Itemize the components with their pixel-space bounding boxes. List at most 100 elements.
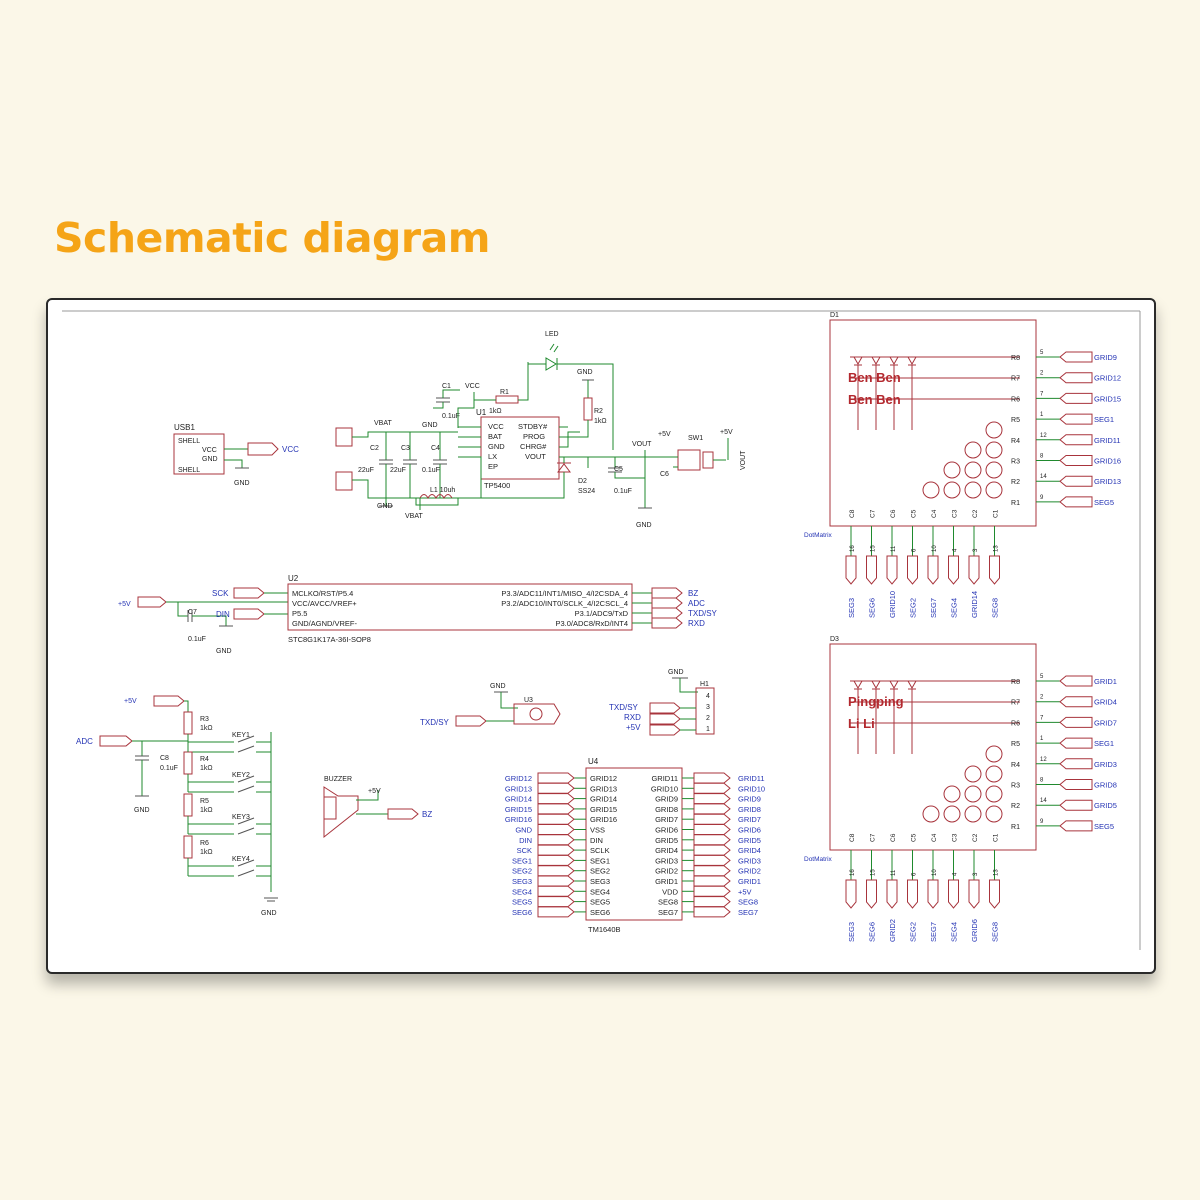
svg-text:1: 1 bbox=[706, 726, 710, 733]
key-switch-label: KEY4 bbox=[232, 856, 250, 863]
c8-val: 0.1uF bbox=[160, 765, 178, 772]
net-flag bbox=[537, 854, 575, 866]
u4-left-pin: SEG2 bbox=[590, 867, 610, 876]
sw-plus5: +5V bbox=[720, 429, 733, 436]
resistor-ref: R4 bbox=[200, 756, 209, 763]
u4-left-net: GRID15 bbox=[505, 805, 532, 814]
net-flag bbox=[537, 793, 575, 805]
matrix-row: R8 bbox=[1011, 355, 1020, 362]
matrix-col: C6 bbox=[890, 833, 897, 842]
matrix-ref: D1 bbox=[830, 312, 839, 319]
svg-text:GND: GND bbox=[488, 442, 505, 451]
battery-minus-terminal bbox=[335, 471, 353, 491]
net-flag bbox=[1059, 779, 1093, 790]
keys-gnd-2: GND bbox=[261, 910, 277, 917]
matrix-row: R2 bbox=[1011, 803, 1020, 810]
svg-text:MCLKO/RST/P5.4: MCLKO/RST/P5.4 bbox=[292, 589, 353, 598]
u4-right-net: +5V bbox=[738, 887, 752, 896]
ic-u2-mcu: U2 MCLKO/RST/P5.4 VCC/AVCC/VREF+ P5.5 GN… bbox=[287, 574, 633, 644]
svg-text:STC8G1K17A-36I-SOP8: STC8G1K17A-36I-SOP8 bbox=[288, 635, 371, 644]
matrix-dot bbox=[943, 461, 961, 479]
matrix-row: R1 bbox=[1011, 824, 1020, 831]
vbat-bottom: VBAT bbox=[405, 513, 423, 520]
r2-ref: R2 bbox=[594, 408, 603, 415]
net-flag bbox=[693, 854, 731, 866]
key-switch-1 bbox=[237, 735, 255, 743]
svg-text:U1: U1 bbox=[476, 408, 487, 417]
matrix-col-pin: 15 bbox=[871, 545, 877, 552]
u4-right-net: GRID7 bbox=[738, 815, 761, 824]
svg-text:VCC: VCC bbox=[488, 422, 504, 431]
svg-text:SS24: SS24 bbox=[578, 488, 595, 495]
svg-text:H1: H1 bbox=[700, 681, 709, 688]
gnd-power-1: GND bbox=[377, 503, 393, 510]
svg-text:LX: LX bbox=[488, 452, 497, 461]
svg-text:TP5400: TP5400 bbox=[484, 481, 510, 490]
matrix-row-net: GRID8 bbox=[1094, 781, 1117, 790]
matrix-led bbox=[871, 356, 881, 366]
matrix-row-pin: 1 bbox=[1040, 736, 1044, 742]
matrix-led bbox=[871, 680, 881, 690]
net-flag bbox=[693, 824, 731, 835]
matrix-row-net: GRID12 bbox=[1094, 374, 1121, 383]
svg-text:C4: C4 bbox=[431, 445, 440, 452]
matrix-col: C5 bbox=[911, 509, 918, 518]
matrix-dot bbox=[922, 805, 940, 823]
matrix-led bbox=[889, 680, 899, 690]
u4-right-net: GRID11 bbox=[738, 774, 765, 783]
key-switch-label: KEY3 bbox=[232, 814, 250, 821]
u4-right-net: GRID9 bbox=[738, 795, 761, 804]
net-flag bbox=[1059, 496, 1093, 508]
buzzer: BUZZER +5V BZ bbox=[323, 776, 432, 839]
u4-right-net: GRID6 bbox=[738, 826, 761, 835]
c7-ref: C7 bbox=[188, 609, 197, 616]
matrix-row-pin: 9 bbox=[1040, 819, 1044, 825]
c6-plus5: +5V bbox=[658, 431, 671, 438]
svg-text:BZ: BZ bbox=[688, 589, 698, 598]
svg-text:0.1uF: 0.1uF bbox=[422, 467, 440, 474]
u4-left-net: SEG3 bbox=[512, 877, 532, 886]
matrix-col-pin: 13 bbox=[994, 869, 1000, 876]
matrix-row: R6 bbox=[1011, 396, 1020, 403]
net-flag bbox=[693, 896, 731, 908]
u4-right-net: SEG7 bbox=[738, 908, 758, 917]
u4-right-net: GRID4 bbox=[738, 846, 761, 855]
u4-left-pin: VSS bbox=[590, 826, 605, 835]
u4-left-net: SEG5 bbox=[512, 898, 532, 907]
matrix-row-pin: 5 bbox=[1040, 350, 1044, 356]
net-flag bbox=[537, 885, 575, 897]
net-flag bbox=[693, 803, 731, 815]
matrix-col: C7 bbox=[870, 509, 877, 518]
svg-text:2: 2 bbox=[706, 715, 710, 722]
net-flag bbox=[886, 879, 898, 909]
matrix-col-pin: 3 bbox=[973, 548, 979, 552]
net-flag bbox=[907, 555, 918, 585]
svg-text:BUZZER: BUZZER bbox=[324, 776, 352, 783]
svg-text:3: 3 bbox=[706, 704, 710, 711]
mcu-right-nets: BZ ADC TXD/SY RXD bbox=[632, 587, 718, 629]
svg-text:ADC: ADC bbox=[688, 599, 705, 608]
gnd-c1: GND bbox=[422, 422, 438, 429]
u4-left-pin: GRID14 bbox=[590, 795, 617, 804]
matrix-led bbox=[907, 680, 917, 690]
matrix-row-pin: 14 bbox=[1040, 474, 1047, 480]
net-flag bbox=[989, 555, 1000, 585]
net-flag bbox=[693, 782, 731, 794]
matrix-row-net: GRID13 bbox=[1094, 477, 1121, 486]
net-flag bbox=[1059, 675, 1093, 687]
matrix-dot bbox=[964, 805, 982, 823]
svg-text:+5V: +5V bbox=[368, 788, 381, 795]
svg-text:GND: GND bbox=[490, 683, 506, 690]
net-flag bbox=[866, 879, 877, 909]
svg-text:TXD/SY: TXD/SY bbox=[420, 718, 450, 727]
matrix-col-pin: 4 bbox=[953, 872, 959, 876]
net-flag bbox=[968, 555, 980, 585]
matrix-dot bbox=[943, 785, 961, 803]
matrix-row-net: GRID16 bbox=[1094, 457, 1121, 466]
mcu-din-net: DIN bbox=[216, 610, 230, 619]
diode-d2: D2 SS24 bbox=[481, 457, 595, 499]
resistor-val: 1kΩ bbox=[200, 849, 213, 856]
svg-text:TXD/SY: TXD/SY bbox=[688, 609, 718, 618]
net-flag bbox=[1059, 372, 1093, 384]
